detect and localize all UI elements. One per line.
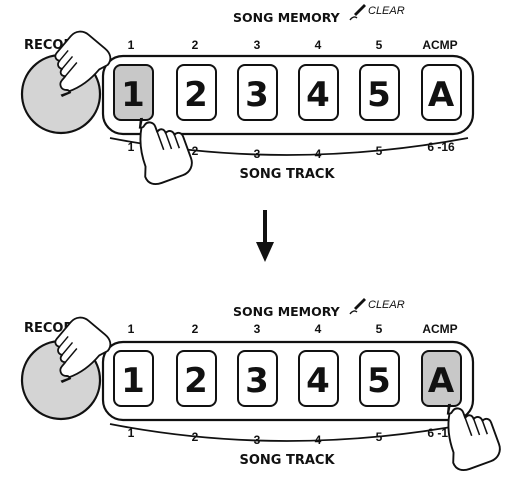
svg-text:A: A xyxy=(428,361,455,401)
track-button-1[interactable]: 1 xyxy=(113,350,154,407)
track-button-4[interactable]: 4 xyxy=(298,350,339,407)
panel-before: SONG MEMORY CLEAR RECORD 1 2 3 4 5 ACMP … xyxy=(20,4,475,189)
top-number-labels: 1 2 3 4 5 ACMP xyxy=(128,322,458,336)
svg-text:2: 2 xyxy=(184,75,208,115)
track-number-1: 1 xyxy=(128,426,135,440)
clear-label: CLEAR xyxy=(368,5,405,17)
svg-text:3: 3 xyxy=(245,361,269,401)
clear-label: CLEAR xyxy=(368,299,405,311)
acmp-label: ACMP xyxy=(422,322,457,336)
acmp-label: ACMP xyxy=(422,38,457,52)
top-number-labels: 1 2 3 4 5 ACMP xyxy=(128,38,458,52)
track-button-2[interactable]: 2 xyxy=(176,350,217,407)
track-number-1: 1 xyxy=(128,322,135,336)
track-button-2[interactable]: 2 xyxy=(176,64,217,121)
svg-text:4: 4 xyxy=(306,75,330,115)
track-buttons: 1 2 3 4 5 A xyxy=(113,350,462,407)
track-number-5: 5 xyxy=(376,38,383,52)
track-number-4: 4 xyxy=(315,38,322,52)
song-memory-title: SONG MEMORY xyxy=(233,10,341,25)
track-number-2: 2 xyxy=(192,38,199,52)
song-memory-title: SONG MEMORY xyxy=(233,304,341,319)
svg-text:5: 5 xyxy=(367,361,391,401)
song-track-label: SONG TRACK xyxy=(239,453,335,468)
clear-icon xyxy=(349,4,366,21)
song-track-label: SONG TRACK xyxy=(239,167,335,182)
svg-text:A: A xyxy=(428,75,455,115)
svg-text:1: 1 xyxy=(121,361,145,401)
track-number-3: 3 xyxy=(254,38,261,52)
track-number-1: 1 xyxy=(128,38,135,52)
panel-after: SONG MEMORY CLEAR RECORD 1 2 3 4 5 ACMP … xyxy=(20,298,505,475)
clear-icon xyxy=(349,298,366,315)
acmp-button[interactable]: A xyxy=(421,350,462,407)
track-button-1[interactable]: 1 xyxy=(113,64,154,121)
track-button-5[interactable]: 5 xyxy=(359,350,400,407)
bottom-number-labels: 1 2 3 4 5 6 -16 xyxy=(128,426,455,447)
down-arrow-icon xyxy=(256,210,274,262)
track-button-4[interactable]: 4 xyxy=(298,64,339,121)
track-button-5[interactable]: 5 xyxy=(359,64,400,121)
track-number-5: 5 xyxy=(376,322,383,336)
track-number-2: 2 xyxy=(192,322,199,336)
track-number-1: 1 xyxy=(128,140,135,154)
svg-text:1: 1 xyxy=(121,75,145,115)
track-number-3: 3 xyxy=(254,322,261,336)
svg-text:4: 4 xyxy=(306,361,330,401)
track-button-3[interactable]: 3 xyxy=(237,350,278,407)
svg-text:5: 5 xyxy=(367,75,391,115)
track-button-frame xyxy=(101,54,475,136)
track-number-4: 4 xyxy=(315,322,322,336)
svg-text:3: 3 xyxy=(245,75,269,115)
song-track-bracket xyxy=(109,423,469,442)
svg-text:2: 2 xyxy=(184,361,208,401)
track-button-3[interactable]: 3 xyxy=(237,64,278,121)
track-buttons: 1 2 3 4 5 A xyxy=(113,64,462,121)
track-button-frame xyxy=(101,340,475,422)
acmp-button[interactable]: A xyxy=(421,64,462,121)
